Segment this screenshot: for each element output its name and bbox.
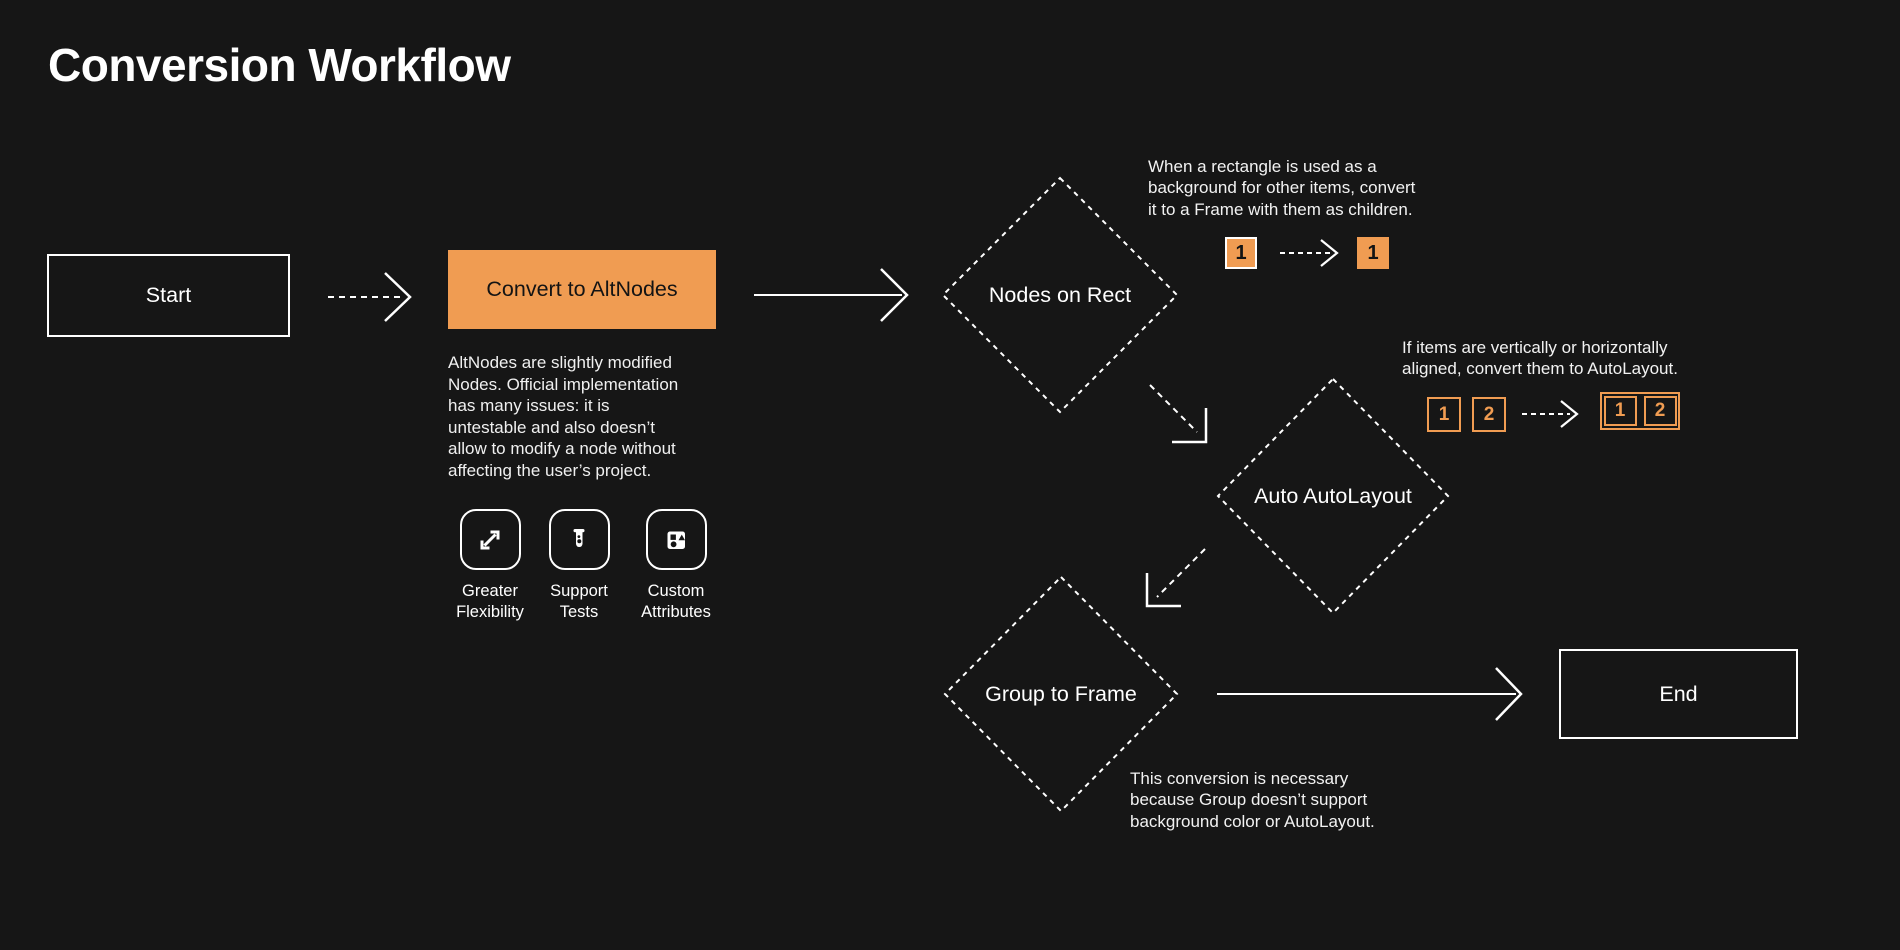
chip-item-1: 1 bbox=[1427, 397, 1461, 432]
chips-autolayout-after-group: 1 2 bbox=[1600, 392, 1680, 430]
test-tube-icon bbox=[548, 509, 610, 570]
feature-label: Support Tests bbox=[550, 582, 608, 621]
decision-nodes-on-rect bbox=[941, 176, 1179, 414]
note-nodes-on-rect: When a rectangle is used as a background… bbox=[1148, 157, 1416, 219]
chip-rect-before: 1 bbox=[1225, 237, 1257, 269]
convert-node: Convert to AltNodes bbox=[448, 250, 716, 329]
feature-card-greater-flexibility: Greater Flexibility bbox=[437, 509, 543, 622]
arrow-rect-note bbox=[1280, 239, 1339, 267]
end-node-label: End bbox=[1659, 681, 1698, 706]
shapes-icon bbox=[645, 509, 707, 570]
start-node-label: Start bbox=[145, 283, 192, 307]
convert-node-label: Convert to AltNodes bbox=[486, 277, 678, 301]
note-group-to-frame: This conversion is necessary because Gro… bbox=[1130, 769, 1375, 831]
end-node: End bbox=[1559, 649, 1798, 739]
group-to-frame-label: Group to Frame bbox=[985, 682, 1137, 706]
page-title: Conversion Workflow bbox=[48, 39, 511, 91]
expand-arrows-icon bbox=[459, 509, 521, 570]
chips-autolayout-before: 1 2 bbox=[1427, 397, 1506, 432]
feature-label: Greater Flexibility bbox=[456, 582, 524, 621]
feature-label: Custom Attributes bbox=[641, 582, 711, 621]
note-auto-autolayout: If items are vertically or horizontally … bbox=[1402, 338, 1678, 379]
chip-item-2: 2 bbox=[1643, 396, 1677, 426]
start-node: Start bbox=[47, 254, 290, 337]
feature-card-support-tests: Support Tests bbox=[526, 509, 632, 622]
chip-item-1: 1 bbox=[1603, 396, 1637, 426]
auto-autolayout-label: Auto AutoLayout bbox=[1254, 484, 1412, 508]
chip-rect-after: 1 bbox=[1357, 237, 1389, 269]
arrow-group-to-frame-to-end bbox=[1217, 667, 1523, 721]
feature-card-custom-attributes: Custom Attributes bbox=[623, 509, 729, 622]
arrow-nodes-on-rect-to-auto-autolayout bbox=[1149, 384, 1208, 444]
arrow-autolayout-note bbox=[1522, 400, 1579, 428]
arrow-start-to-convert bbox=[328, 272, 412, 322]
arrow-convert-to-nodes-on-rect bbox=[754, 268, 909, 322]
arrow-auto-autolayout-to-group-to-frame bbox=[1145, 548, 1206, 608]
convert-description: AltNodes are slightly modified Nodes. Of… bbox=[448, 353, 679, 480]
nodes-on-rect-label: Nodes on Rect bbox=[988, 283, 1132, 307]
chip-item-2: 2 bbox=[1472, 397, 1506, 432]
